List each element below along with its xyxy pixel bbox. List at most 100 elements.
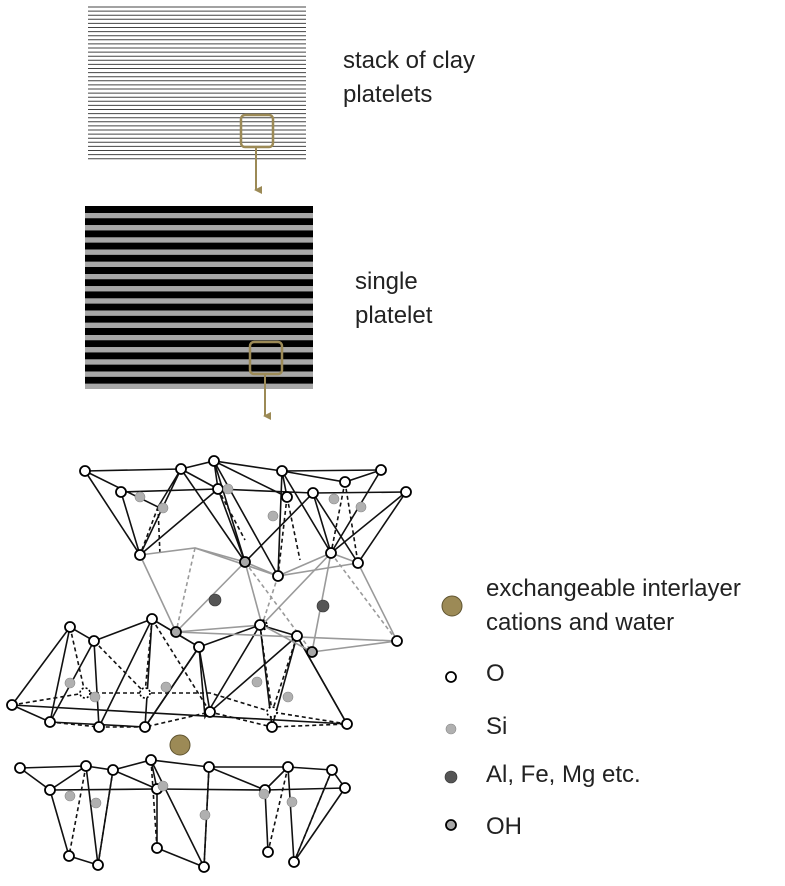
- platelet-dark-stripe: [85, 230, 313, 238]
- structure-bond: [330, 552, 398, 642]
- structure-bond: [175, 547, 196, 633]
- platelet-light-stripe: [85, 249, 313, 255]
- platelet-dark-stripe: [85, 376, 313, 384]
- silicon-atom: [286, 796, 298, 808]
- platelet-dark-stripe: [85, 303, 313, 311]
- structure-atoms: [6, 455, 412, 873]
- structure-bond: [120, 488, 407, 494]
- oxygen-atom: [80, 760, 92, 772]
- silicon-atom: [157, 502, 169, 514]
- stack-label-line-1: stack of clay: [343, 47, 476, 74]
- oxygen-atom: [6, 699, 18, 711]
- oxygen-atom: [88, 635, 100, 647]
- structure-bond: [68, 765, 87, 857]
- oxygen-atom: [400, 486, 412, 498]
- structure-bond: [293, 787, 346, 863]
- oxygen-atom: [212, 483, 224, 495]
- oxygen-atom: [307, 487, 319, 499]
- hydroxyl-atom: [170, 626, 182, 638]
- structure-bond: [264, 789, 269, 853]
- zoom-indicators: [239, 113, 284, 420]
- platelet-light-stripe: [85, 286, 313, 292]
- structure-bond: [281, 468, 383, 555]
- oxygen-atom: [281, 491, 293, 503]
- oxygen-atom-hidden: [139, 687, 151, 699]
- silicon-atom: [328, 493, 340, 505]
- oxygen-atom: [254, 619, 266, 631]
- oxygen-atom-hidden: [266, 706, 278, 718]
- platelet-dark-stripe: [85, 218, 313, 226]
- structure-bond: [19, 759, 346, 871]
- oxygen-atom: [352, 557, 364, 569]
- silicon-atom: [134, 491, 146, 503]
- platelet-light-stripe: [85, 298, 313, 304]
- oxygen-atom: [326, 764, 338, 776]
- legend-oh-marker: [445, 819, 457, 831]
- oxygen-atom: [339, 476, 351, 488]
- oxygen-atom: [63, 850, 75, 862]
- platelet-light-stripe: [85, 371, 313, 377]
- legend-oh-label: OH: [486, 813, 522, 840]
- legend-al-label: Al, Fe, Mg etc.: [486, 761, 641, 788]
- silicon-atom: [160, 681, 172, 693]
- legend-si-marker: [445, 723, 457, 735]
- structure-bond: [293, 769, 333, 863]
- oxygen-atom: [208, 455, 220, 467]
- legend-o-marker: [445, 671, 457, 683]
- structure-bond: [286, 496, 301, 561]
- legend-markers: [441, 595, 463, 831]
- oxygen-atom: [272, 570, 284, 582]
- platelet-dark-stripe: [85, 242, 313, 250]
- platelet-light-stripe: [85, 310, 313, 316]
- single-platelet-label: single platelet: [355, 265, 432, 333]
- oxygen-atom: [44, 716, 56, 728]
- structure-bond: [49, 711, 348, 728]
- legend-al-marker: [444, 770, 458, 784]
- platelet-dark-stripe: [85, 254, 313, 262]
- platelet-light-stripe: [85, 383, 313, 389]
- silicon-atom: [282, 691, 294, 703]
- metal-atom: [316, 599, 330, 613]
- platelet-dark-stripe: [85, 206, 313, 213]
- structure-bond: [151, 618, 211, 713]
- oxygen-atom: [139, 721, 151, 733]
- platelet-dark-stripe: [85, 267, 313, 274]
- oxygen-atom: [291, 630, 303, 642]
- silicon-atom: [157, 780, 169, 792]
- platelet-dark-stripe: [85, 291, 313, 299]
- hydroxyl-atom: [239, 556, 251, 568]
- platelet-dark-stripe: [85, 328, 313, 335]
- oxygen-atom: [151, 842, 163, 854]
- oxygen-atom: [107, 764, 119, 776]
- silicon-atom: [90, 797, 102, 809]
- structure-bond: [11, 692, 348, 725]
- oxygen-atom: [203, 761, 215, 773]
- structure-bond: [312, 492, 359, 564]
- oxygen-atom-hidden: [79, 687, 91, 699]
- oxygen-atom: [175, 463, 187, 475]
- oxygen-atom: [93, 721, 105, 733]
- silicon-atom: [222, 483, 234, 495]
- platelet-light-stripe: [85, 347, 313, 353]
- structure-bond: [11, 704, 348, 725]
- silicon-atom: [251, 676, 263, 688]
- platelet-dark-stripe: [85, 352, 313, 360]
- structure-bond: [157, 506, 161, 556]
- structure-bond: [330, 481, 346, 554]
- legend-si-label: Si: [486, 713, 508, 740]
- single-platelet-stripes: [85, 206, 313, 389]
- oxygen-atom: [266, 721, 278, 733]
- structure-bond: [49, 787, 346, 791]
- platelet-light-stripe: [85, 274, 313, 280]
- interlayer-cation: [169, 734, 191, 756]
- structure-bond: [150, 759, 158, 849]
- structure-bond: [261, 575, 279, 626]
- oxygen-atom: [92, 859, 104, 871]
- structure-bond: [69, 626, 86, 694]
- platelet-light-stripe: [85, 322, 313, 328]
- oxygen-atom: [341, 718, 353, 730]
- silicon-atom: [258, 788, 270, 800]
- oxygen-atom: [282, 761, 294, 773]
